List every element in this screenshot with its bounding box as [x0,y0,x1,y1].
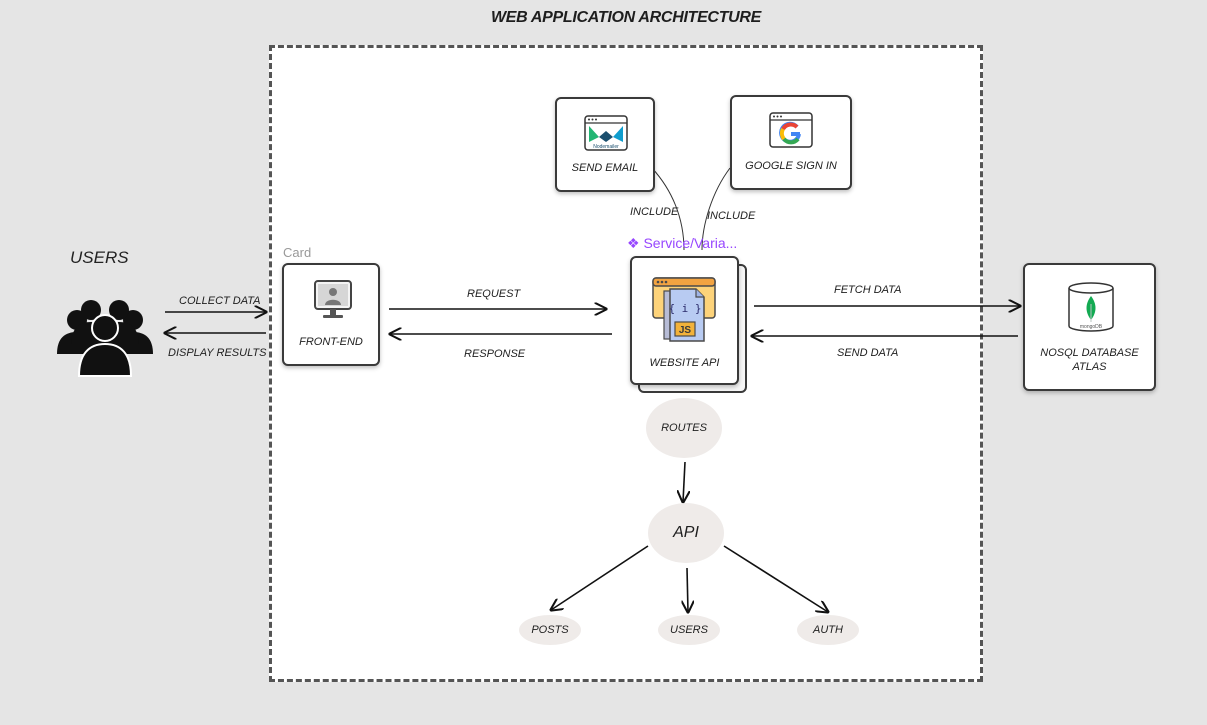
braces-glyph: { i } [668,302,701,315]
send-data-label: SEND DATA [837,347,899,359]
nodemailer-wordmark: Nodemailer [593,144,619,150]
include-google-label: INCLUDE [707,210,756,222]
users-title: USERS [70,248,129,267]
send-email-label: SEND EMAIL [571,162,639,174]
api-to-users-arrow [687,567,688,612]
nodemailer-icon: Nodemailer [584,115,628,151]
auth-node[interactable]: AUTH [797,615,859,645]
display-results-label: DISPLAY RESULTS [168,347,267,359]
google-icon [769,112,813,148]
nosql-database-card[interactable]: mongoDB NOSQL DATABASE ATLAS [1023,263,1156,391]
google-sign-in-label: GOOGLE SIGN IN [745,160,837,172]
users-node[interactable]: USERS [658,615,720,645]
posts-node[interactable]: POSTS [519,615,581,645]
website-api-card[interactable]: { i } JS WEBSITE API [630,256,739,385]
response-label: RESPONSE [464,348,526,360]
collect-data-label: COLLECT DATA [179,295,261,307]
diagram-title: WEB APPLICATION ARCHITECTURE [490,9,762,26]
mongodb-icon: mongoDB [1067,282,1115,332]
api-to-auth-arrow [723,545,828,612]
front-end-card[interactable]: FRONT-END [282,263,380,366]
js-badge: JS [679,325,692,336]
routes-to-api-arrow [683,461,685,502]
js-file-icon: { i } JS [652,275,720,343]
mongodb-wordmark: mongoDB [1080,324,1103,330]
front-end-label: FRONT-END [299,336,363,348]
include-email-label: INCLUDE [630,206,679,218]
card-hint: Card [283,245,312,260]
system-boundary [269,45,983,682]
monitor-icon [309,280,357,322]
nosql-database-label-line1: NOSQL DATABASE [1040,347,1139,359]
include-email-line [651,167,685,251]
fetch-data-label: FETCH DATA [834,284,902,296]
website-api-label: WEBSITE API [649,357,720,369]
api-to-posts-arrow [551,545,649,610]
api-node[interactable]: API [648,503,724,563]
include-google-line [701,167,731,251]
request-label: REQUEST [467,288,521,300]
nosql-database-label-line2: ATLAS [1072,361,1107,373]
send-email-card[interactable]: Nodemailer SEND EMAIL [555,97,655,192]
google-sign-in-card[interactable]: GOOGLE SIGN IN [730,95,852,190]
routes-node[interactable]: ROUTES [646,398,722,458]
users-group-icon [55,288,155,378]
service-hint: ❖ Service/Varia... [627,235,738,251]
